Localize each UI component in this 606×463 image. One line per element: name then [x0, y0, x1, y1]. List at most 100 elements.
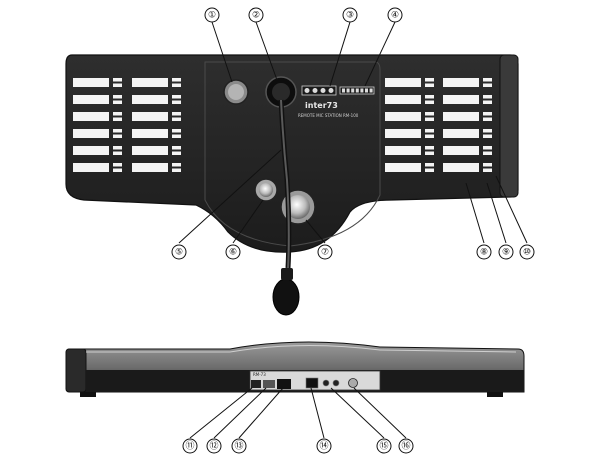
right-key-1-6[interactable] — [385, 163, 421, 172]
left-key-2-3[interactable] — [132, 112, 168, 121]
right-key-1-2[interactable] — [385, 95, 421, 104]
left-key-2-6[interactable] — [132, 163, 168, 172]
left-key-led-2-5b — [172, 151, 181, 155]
right-key-2-5[interactable] — [443, 146, 479, 155]
left-key-1-5[interactable] — [73, 146, 109, 155]
rear-jack-1[interactable] — [322, 379, 330, 387]
left-key-2-1[interactable] — [132, 78, 168, 87]
callout-circle — [398, 438, 414, 454]
mic-head — [272, 278, 300, 316]
right-key-led-1-3b — [425, 117, 434, 121]
right-key-1-5[interactable] — [385, 146, 421, 155]
callout-3: ③ — [342, 7, 358, 23]
right-key-led-2-4b — [483, 134, 492, 138]
led-2 — [312, 88, 318, 93]
leader-13 — [238, 387, 284, 439]
left-key-1-4[interactable] — [73, 129, 109, 138]
rear-jack-2[interactable] — [332, 379, 340, 387]
left-key-led-1-6a — [113, 163, 122, 167]
meter-segment — [369, 88, 373, 93]
rear-endcap-left — [65, 348, 87, 393]
callout-label: ① — [208, 11, 216, 21]
rear-foot-right — [487, 392, 503, 397]
right-key-1-4[interactable] — [385, 129, 421, 138]
terminal-block[interactable] — [263, 380, 275, 388]
right-key-led-2-5b — [483, 151, 492, 155]
left-key-1-1[interactable] — [73, 78, 109, 87]
right-key-2-4[interactable] — [443, 129, 479, 138]
left-key-1-3[interactable] — [73, 112, 109, 121]
callout-label: ⑫ — [209, 441, 218, 452]
right-key-1-1[interactable] — [385, 78, 421, 87]
callout-1: ① — [204, 7, 220, 23]
top-button-1-cap — [228, 84, 244, 100]
callout-6: ⑥ — [225, 244, 241, 260]
leader-1 — [211, 21, 233, 83]
callout-leaders — [178, 21, 528, 439]
rear-connector-13[interactable] — [277, 379, 291, 389]
callout-circle — [387, 7, 403, 23]
callout-circle — [182, 438, 198, 454]
left-key-2-5[interactable] — [132, 146, 168, 155]
callout-label: ⑤ — [175, 248, 183, 258]
callout-circle — [519, 244, 535, 260]
callout-label: ⑦ — [321, 248, 329, 258]
callout-12: ⑫ — [206, 438, 222, 454]
left-key-group — [73, 78, 181, 172]
callout-circle — [498, 244, 514, 260]
callout-circle — [225, 244, 241, 260]
right-key-led-2-3a — [483, 112, 492, 116]
callout-circle — [316, 438, 332, 454]
right-key-2-1[interactable] — [443, 78, 479, 87]
mic-collar — [281, 268, 293, 280]
left-key-led-1-4a — [113, 129, 122, 133]
left-key-led-2-6a — [172, 163, 181, 167]
left-key-1-6[interactable] — [73, 163, 109, 172]
right-key-led-2-3b — [483, 117, 492, 121]
rear-foot-left — [80, 392, 96, 397]
callout-10: ⑩ — [519, 244, 535, 260]
left-key-2-4[interactable] — [132, 129, 168, 138]
left-key-led-1-6b — [113, 168, 122, 172]
left-key-1-2[interactable] — [73, 95, 109, 104]
callout-13: ⑬ — [231, 438, 247, 454]
right-key-led-2-1b — [483, 83, 492, 87]
right-key-2-3[interactable] — [443, 112, 479, 121]
level-meter — [339, 86, 375, 95]
callout-16: ⑯ — [398, 438, 414, 454]
rj45-port[interactable] — [305, 377, 319, 389]
left-key-led-2-3b — [172, 117, 181, 121]
mic-socket-inner — [272, 83, 290, 101]
callout-7: ⑦ — [317, 244, 333, 260]
meter-segment — [365, 88, 368, 93]
right-key-led-2-5a — [483, 146, 492, 150]
left-key-led-2-4b — [172, 134, 181, 138]
callout-label: ⑧ — [480, 248, 488, 258]
meter-segment — [355, 88, 359, 93]
right-key-2-2[interactable] — [443, 95, 479, 104]
callout-circle — [248, 7, 264, 23]
left-key-led-1-1a — [113, 78, 122, 82]
led-1 — [304, 88, 310, 93]
meter-segment — [360, 88, 364, 93]
left-key-led-1-3a — [113, 112, 122, 116]
callout-circle — [204, 7, 220, 23]
dip-switch[interactable] — [251, 380, 261, 388]
right-key-led-1-5a — [425, 146, 434, 150]
left-key-led-1-5b — [113, 151, 122, 155]
right-key-led-1-3a — [425, 112, 434, 116]
leader-12 — [213, 387, 267, 439]
right-key-led-1-4a — [425, 129, 434, 133]
callout-label: ⑯ — [401, 441, 410, 452]
leader-2 — [255, 21, 278, 81]
left-key-2-2[interactable] — [132, 95, 168, 104]
right-key-1-3[interactable] — [385, 112, 421, 121]
callout-circle — [171, 244, 187, 260]
rear-volume[interactable] — [348, 378, 358, 388]
meter-segment — [351, 88, 355, 93]
right-key-2-6[interactable] — [443, 163, 479, 172]
callout-8: ⑧ — [476, 244, 492, 260]
leader-3 — [329, 21, 351, 87]
right-key-led-1-2b — [425, 100, 434, 104]
